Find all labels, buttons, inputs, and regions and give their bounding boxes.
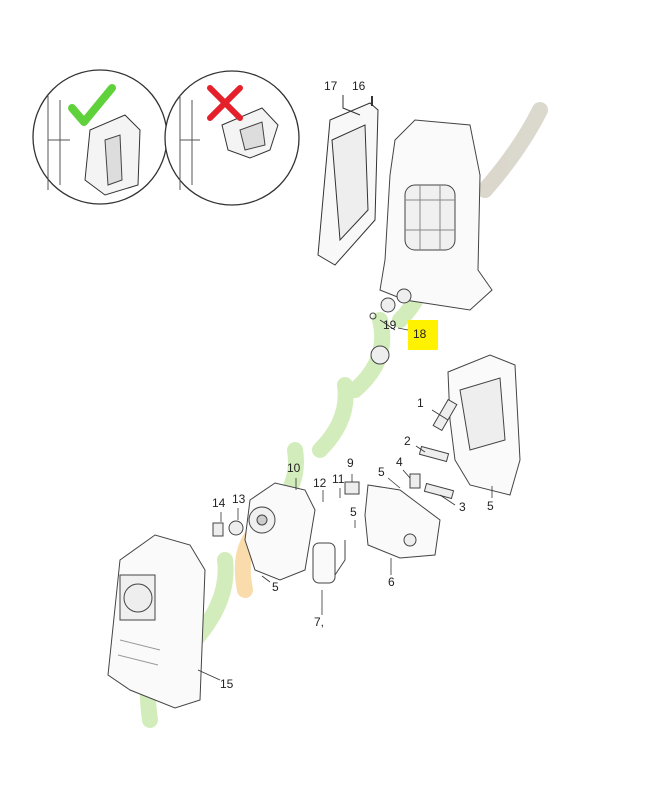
- callout-2: 2: [404, 434, 411, 448]
- callout-13: 13: [232, 492, 246, 506]
- callout-5: 5: [378, 465, 385, 479]
- motor-housing: [369, 119, 493, 365]
- callout-5: 5: [272, 580, 279, 594]
- cross-icon: [207, 85, 243, 121]
- cover-part-6: [364, 484, 441, 559]
- callout-6: 6: [388, 575, 395, 589]
- part-2: [418, 445, 450, 463]
- leader-lines: [197, 319, 493, 681]
- callout-10: 10: [287, 461, 301, 475]
- front-cover-part-15: [107, 534, 206, 709]
- callout-4: 4: [396, 455, 403, 469]
- wrong-orientation-inset: [164, 70, 300, 206]
- correct-orientation-inset: [32, 69, 168, 205]
- callout-15: 15: [220, 677, 234, 691]
- fan-part-13: [228, 520, 244, 536]
- callout-9: 9: [347, 456, 354, 470]
- callout-5: 5: [487, 499, 494, 513]
- callout-14: 14: [212, 496, 226, 510]
- check-icon: [68, 84, 116, 126]
- callout-1: 1: [417, 396, 424, 410]
- part-3: [423, 482, 455, 500]
- handle-part-17: [317, 95, 379, 266]
- highlight-part-18: [408, 320, 438, 350]
- callout-12: 12: [313, 476, 327, 490]
- callout-19: 19: [383, 318, 397, 332]
- callout-7: 7,: [314, 615, 325, 629]
- pump-bracket-part-1: [432, 354, 521, 496]
- callout-16: 16: [352, 79, 366, 93]
- callout-18[interactable]: 18: [413, 327, 427, 341]
- capacitor-part-7: [312, 540, 346, 584]
- switch-part-9: [344, 481, 360, 495]
- fan-housing-part-10: [244, 482, 316, 581]
- callout-17: 17: [324, 79, 338, 93]
- part-14: [212, 522, 224, 537]
- callout-5: 5: [350, 505, 357, 519]
- callout-11: 11: [332, 472, 345, 486]
- part-4: [409, 473, 421, 489]
- callout-3: 3: [459, 500, 466, 514]
